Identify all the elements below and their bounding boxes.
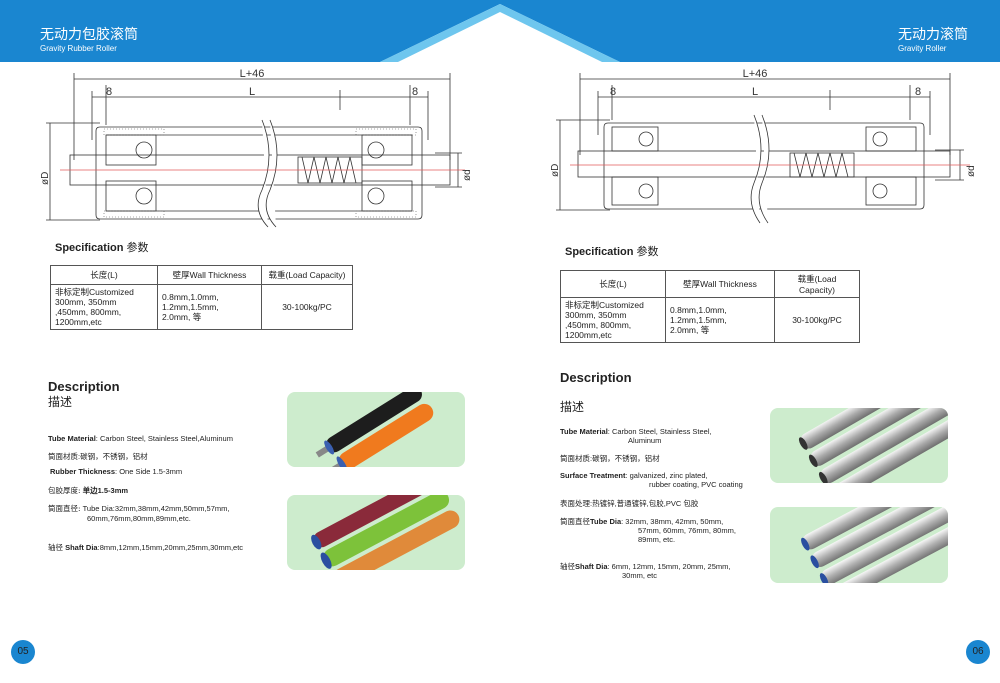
left-page: 无动力包胶滚筒 Gravity Rubber Roller: [0, 0, 500, 664]
left-spec-header-load: 载重(Load Capacity): [261, 265, 353, 285]
left-page-number: 05: [11, 640, 35, 664]
left-dim-D: øD: [40, 172, 51, 185]
right-tube-material-line2: Aluminum: [628, 436, 662, 445]
left-description-title-cn: 描述: [48, 395, 73, 409]
right-page-number: 06: [966, 640, 990, 664]
right-tube-dia-line2: 57mm, 60mm, 76mm, 80mm,: [638, 526, 736, 535]
left-dim-8b: 8: [412, 86, 418, 98]
left-shaft-dia: 轴径 Shaft Dia:8mm,12mm,15mm,20mm,25mm,30m…: [48, 543, 244, 552]
left-header-banner: [0, 0, 500, 62]
right-dim-d: ød: [966, 165, 977, 177]
right-tube-dia: 筒面直径Tube Dia: 32mm, 38mm, 42mm, 50mm,: [560, 517, 724, 526]
right-surface-treatment-cn: 表面处理:热镀锌,普通镀锌,包胶,PVC 包胶: [560, 499, 699, 508]
right-shaft-dia: 轴径Shaft Dia: 6mm, 12mm, 15mm, 20mm, 25mm…: [560, 562, 731, 571]
left-spec-header-thickness: 壁厚Wall Thickness: [157, 265, 262, 285]
left-spec-header-length: 长度(L): [50, 265, 158, 285]
left-tube-material-cn: 筒面材质:碳钢，不锈钢，铝材: [48, 452, 148, 461]
right-spec-header-load: 载重(Load Capacity): [774, 270, 860, 298]
left-photo-rubber-rollers-2: [287, 495, 465, 570]
left-spec-load-cell: 30-100kg/PC: [261, 284, 353, 330]
left-tube-dia-line2: 60mm,76mm,80mm,89mm,etc.: [87, 514, 191, 523]
right-spec-table: 长度(L) 壁厚Wall Thickness 载重(Load Capacity)…: [560, 270, 860, 343]
right-roller-drawing: L+46 L 8 8 øD ød: [550, 68, 977, 224]
right-description-title-cn: 描述: [560, 400, 585, 414]
right-spec-header-length: 长度(L): [560, 270, 666, 298]
left-dim-l: L: [249, 86, 255, 98]
left-tube-material: Tube Material: Carbon Steel, Stainless S…: [48, 434, 233, 443]
right-spec-title: Specification 参数: [565, 245, 659, 258]
left-roller-drawing: L+46 L 8 8 øD ød: [40, 68, 473, 228]
right-description-title: Description: [560, 370, 632, 385]
left-spec-thickness-cell: 0.8mm,1.0mm, 1.2mm,1.5mm, 2.0mm, 等: [157, 284, 262, 330]
left-spec-table: 长度(L) 壁厚Wall Thickness 载重(Load Capacity)…: [50, 265, 353, 330]
right-spec-thickness-cell: 0.8mm,1.0mm, 1.2mm,1.5mm, 2.0mm, 等: [665, 297, 775, 343]
left-dim-8a: 8: [106, 86, 112, 98]
right-spec-length-cell: 非标定制Customized 300mm, 350mm ,450mm, 800m…: [560, 297, 666, 343]
left-description-title: Description: [48, 379, 120, 394]
left-header-subtitle: Gravity Rubber Roller: [40, 44, 117, 53]
left-rubber-thickness-cn: 包胶厚度: 单边1.5-3mm: [48, 486, 129, 495]
right-dim-8b: 8: [915, 86, 921, 98]
right-photo-steel-rollers-2: [770, 507, 948, 583]
left-dim-d: ød: [462, 169, 473, 181]
right-dim-8a: 8: [610, 86, 616, 98]
right-dim-l: L: [752, 86, 758, 98]
right-spec-header-thickness: 壁厚Wall Thickness: [665, 270, 775, 298]
left-spec-length-cell: 非标定制Customized 300mm, 350mm ,450mm, 800m…: [50, 284, 158, 330]
right-dim-total: L+46: [743, 68, 768, 80]
right-shaft-dia-line2: 30mm, etc: [622, 571, 658, 580]
left-rubber-thickness: Rubber Thickness: One Side 1.5-3mm: [50, 467, 183, 476]
right-page: 无动力滚筒 Gravity Roller: [500, 0, 1000, 683]
right-surface-treatment-line2: rubber coating, PVC coating: [649, 480, 743, 489]
left-photo-rubber-rollers-1: [287, 392, 465, 467]
right-tube-dia-line3: 89mm, etc.: [638, 535, 676, 544]
left-header-title: 无动力包胶滚筒: [40, 27, 138, 43]
left-tube-dia: 筒面直径: Tube Dia:32mm,38mm,42mm,50mm,57mm,: [48, 504, 230, 513]
right-tube-material: Tube Material: Carbon Steel, Stainless S…: [560, 427, 712, 436]
right-tube-material-cn: 筒面材质:碳钢，不锈钢，铝材: [560, 454, 660, 463]
left-dim-total: L+46: [240, 68, 265, 80]
right-header-title: 无动力滚筒: [898, 27, 968, 43]
right-dim-D: øD: [550, 164, 561, 177]
left-spec-title: Specification 参数: [55, 241, 149, 254]
right-header-subtitle: Gravity Roller: [898, 44, 947, 53]
right-spec-load-cell: 30-100kg/PC: [774, 297, 860, 343]
right-surface-treatment: Surface Treatment: galvanized, zinc plat…: [560, 471, 708, 480]
right-header-banner: [500, 0, 1000, 62]
right-photo-steel-rollers-1: [770, 408, 948, 483]
